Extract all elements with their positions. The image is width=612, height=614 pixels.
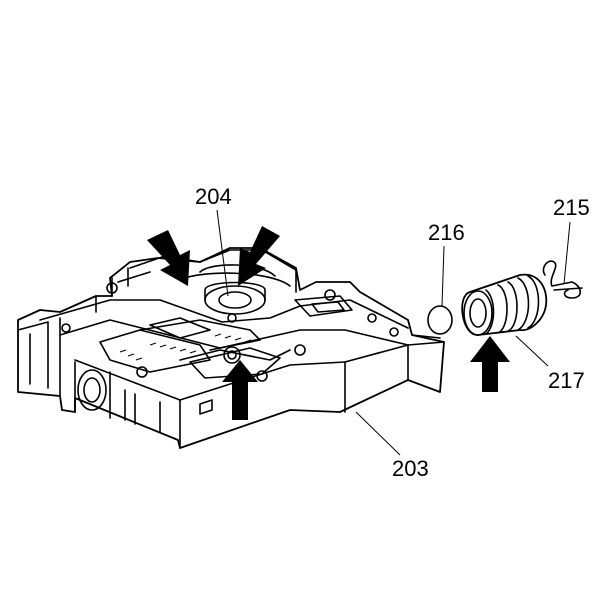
retaining-clip-215 [542,260,583,299]
leader-lines [216,209,571,456]
arrow-icon [222,360,258,420]
valve-body-casting [17,247,445,449]
ring-216 [427,305,453,335]
arrow-icon [238,226,280,286]
valve-sleeve-217 [461,273,548,336]
callout-203: 203 [392,456,429,481]
arrow-icon [147,230,190,286]
callout-215: 215 [553,195,590,220]
callout-216: 216 [428,220,465,245]
callout-217: 217 [548,368,585,393]
arrow-icon [470,336,510,392]
callout-204: 204 [195,184,232,209]
